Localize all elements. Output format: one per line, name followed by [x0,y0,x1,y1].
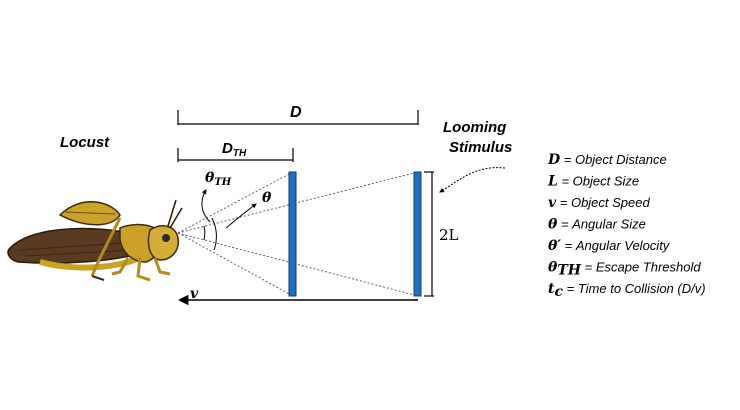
legend-symbol: θ [548,217,558,233]
theta-arc [203,225,206,241]
legend-row: θ′ = Angular Velocity [548,238,671,254]
legend-row: θTH = Escape Threshold [548,260,701,279]
size-label: 2L [439,226,459,244]
stimulus-bar-near [288,171,297,297]
distance-label: D [290,104,302,121]
legend-symbol-sub: TH [557,263,581,279]
legend-text: = Object Distance [560,152,667,167]
looming-stimulus-label-line2: Stimulus [449,139,512,156]
distance-dimension: D [177,104,419,125]
curved-arrow-icon [439,167,506,193]
sight-lines [177,171,419,297]
theta-label: θ [262,190,272,206]
threshold-distance-dimension: DTH [177,140,294,162]
legend-symbol: L [547,174,558,190]
threshold-distance-label: DTH [222,140,247,159]
legend-row: tc = Time to Collision (D/v) [548,281,706,300]
legend-symbol: D [547,152,561,168]
legend-symbol: θ′ [548,238,561,254]
legend-row: D = Object Distance [547,152,667,168]
legend-text: = Object Speed [556,195,650,210]
theta-arrow [225,203,257,229]
locust-label: Locust [60,134,110,151]
theta-th-arc [211,217,217,251]
legend-row: v = Object Speed [548,195,651,211]
legend-symbol: v [548,195,557,211]
legend-text: = Time to Collision (D/v) [563,281,706,296]
theta-th-arrow [201,189,211,223]
legend-text: = Angular Size [557,217,646,232]
size-bracket: 2L [424,171,459,297]
theta-th-label: θTH [205,170,232,188]
legend-text: = Escape Threshold [581,260,701,275]
legend-symbol-sub: c [554,284,563,300]
legend-text: = Angular Velocity [561,238,671,253]
legend-symbol: θ [548,260,558,276]
legend-row: θ = Angular Size [548,217,646,233]
legend-row: L = Object Size [547,174,639,190]
speed-label: v [190,286,199,302]
looming-stimulus-label-line1: Looming [443,119,506,136]
legend-text: = Object Size [558,174,639,189]
legend-symbol: t [548,281,555,297]
stimulus-bar-far [413,171,422,297]
locust-illustration [7,199,183,282]
